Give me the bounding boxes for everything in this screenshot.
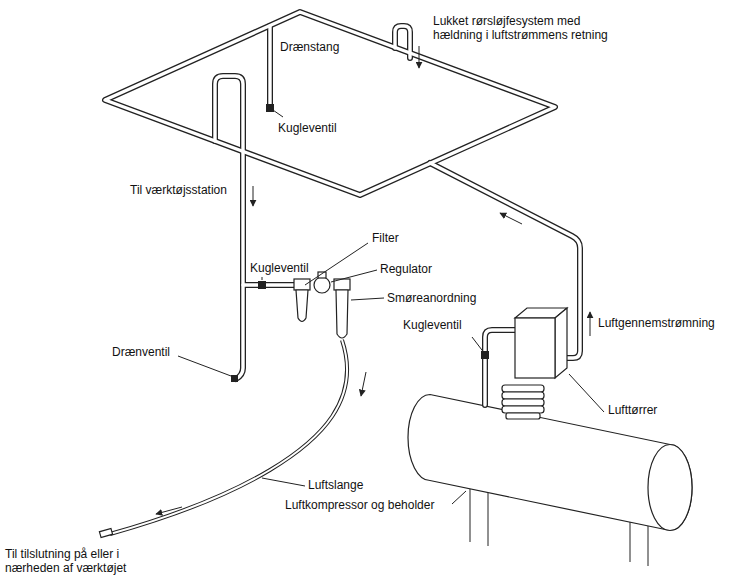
- frl-unit: [294, 279, 310, 290]
- tank: [648, 445, 692, 531]
- flow-arrow: [361, 372, 366, 396]
- air-dryer: [515, 318, 555, 378]
- frl-unit: [336, 290, 348, 338]
- leader-line: [262, 277, 263, 280]
- part-label: Til værktøjsstation: [130, 183, 227, 197]
- compressor-fins: [502, 385, 544, 419]
- part-label: Drænventil: [112, 345, 170, 359]
- leader-line: [331, 270, 377, 282]
- leader-line: [178, 243, 604, 504]
- compressor-fins: [502, 385, 544, 392]
- ball-valve: [231, 104, 489, 382]
- pipe-bore: [395, 26, 410, 58]
- pipe-bore: [215, 76, 243, 379]
- pipe-outline: [243, 282, 294, 288]
- flow-arrow: [253, 186, 254, 206]
- ball-valve: [481, 351, 489, 359]
- ball-valve: [258, 281, 266, 289]
- leader-line: [569, 374, 604, 412]
- part-label: Regulator: [380, 262, 432, 276]
- flow-arrow: [590, 312, 591, 336]
- part-label: Smøreanordning: [387, 291, 476, 305]
- leader-line: [452, 491, 466, 504]
- leader-line: [178, 356, 231, 376]
- air-dryer: [555, 308, 567, 378]
- part-label: Kugleventil: [403, 318, 462, 332]
- part-label: Lufttørrer: [608, 403, 657, 417]
- compressor-fins: [502, 399, 544, 406]
- flow-arrow: [156, 507, 182, 514]
- part-label: Kugleventil: [250, 261, 309, 275]
- flow-arrow: [419, 46, 420, 68]
- flow-arrow: [500, 213, 522, 224]
- pipe-bore: [268, 26, 271, 108]
- air-hose: [99, 528, 112, 537]
- leader-line: [305, 243, 368, 285]
- leader-line: [351, 298, 384, 300]
- frl-unit: [314, 277, 330, 293]
- tank: [408, 395, 692, 531]
- pipe-bore: [243, 283, 294, 286]
- tank: [408, 395, 692, 567]
- tank: [470, 489, 648, 566]
- ball-valve: [231, 375, 238, 382]
- leader-line: [262, 478, 305, 486]
- compressor-fins: [502, 406, 544, 413]
- part-label: Til tilslutning på eller i nærheden af v…: [5, 547, 170, 575]
- part-label: Lukket rørsløjfesystem med hældning i lu…: [433, 14, 633, 42]
- pipe-outline: [215, 76, 243, 379]
- compressor-fins: [506, 413, 540, 419]
- frl-unit: [296, 290, 308, 322]
- part-label: Kugleventil: [278, 121, 337, 135]
- air-dryer: [515, 308, 567, 378]
- compressor-fins: [502, 392, 544, 399]
- ball-valve: [472, 337, 485, 354]
- part-label: Filter: [372, 231, 399, 245]
- flow-arrow: [156, 46, 590, 514]
- part-label: Luftslange: [308, 478, 363, 492]
- pipe-bore: [485, 330, 515, 405]
- pipe-outline: [267, 26, 273, 108]
- part-label: Drænstang: [280, 40, 339, 54]
- frl-unit: [294, 272, 350, 338]
- part-label: Luftkompressor og beholder: [285, 498, 434, 512]
- ball-valve: [270, 108, 283, 117]
- part-label: Luftgennemstrømning: [598, 316, 715, 330]
- pipe-outline: [485, 330, 515, 405]
